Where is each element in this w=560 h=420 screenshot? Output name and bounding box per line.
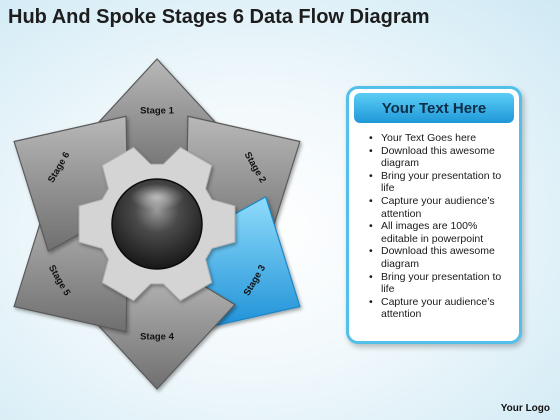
hub-highlight: [130, 184, 184, 210]
bullet-item: Bring your presentation to life: [369, 170, 511, 195]
logo-text: Your Logo: [500, 403, 550, 414]
bullet-item: All images are 100% editable in powerpoi…: [369, 220, 511, 245]
stage-petals: [13, 58, 301, 390]
bullet-list: Your Text Goes hereDownload this awesome…: [349, 132, 519, 321]
text-panel: Your Text Here Your Text Goes hereDownlo…: [346, 86, 522, 344]
bullet-item: Download this awesome diagram: [369, 245, 511, 270]
bullet-item: Capture your audience’s attention: [369, 296, 511, 321]
bullet-item: Bring your presentation to life: [369, 271, 511, 296]
stage-label: Stage 4: [140, 332, 175, 343]
bullet-item: Download this awesome diagram: [369, 145, 511, 170]
stage-label: Stage 1: [140, 106, 175, 117]
panel-header: Your Text Here: [354, 93, 514, 123]
page-title: Hub And Spoke Stages 6 Data Flow Diagram: [8, 6, 430, 28]
bullet-item: Capture your audience’s attention: [369, 195, 511, 220]
bullet-item: Your Text Goes here: [369, 132, 511, 145]
